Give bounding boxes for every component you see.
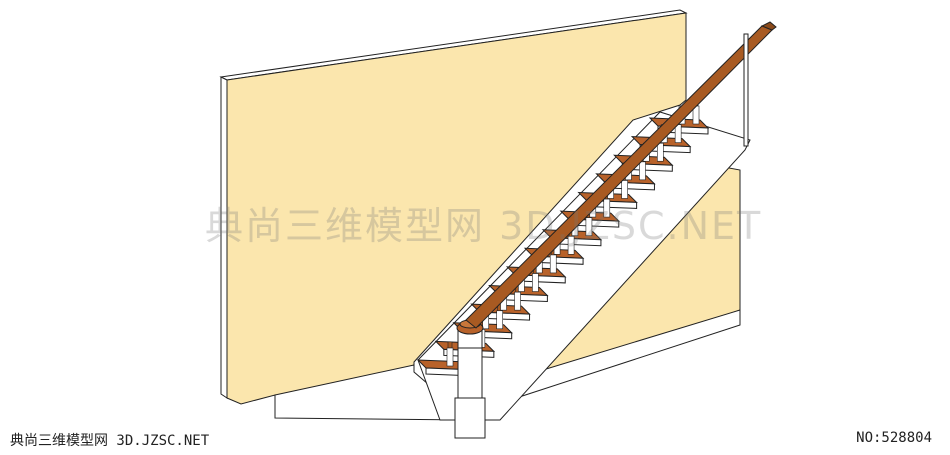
baluster-base [657,142,664,162]
baluster-base [496,310,503,330]
newel-post [454,319,486,439]
handrail [465,21,777,329]
baluster-base [446,347,454,367]
top-post [743,33,749,147]
watermark-center: 典尚三维模型网 3D.JZSC.NET [205,204,763,248]
watermark-bottom-right: NO:528804 [856,430,932,446]
watermark-bottom-left: 典尚三维模型网 3D.JZSC.NET [10,433,210,449]
baluster-base [549,254,557,274]
baluster-base [567,236,575,255]
baluster-base [603,198,611,218]
baluster-base [514,291,521,311]
stair-stringer [417,111,751,421]
baluster-base [532,273,539,292]
wall-left-edge [220,76,228,399]
wall-face [226,12,687,411]
baluster-base [621,180,628,199]
baluster-base [639,161,646,181]
baluster-base [585,217,593,236]
baluster-base [674,124,682,143]
baluster-upper [447,341,453,349]
